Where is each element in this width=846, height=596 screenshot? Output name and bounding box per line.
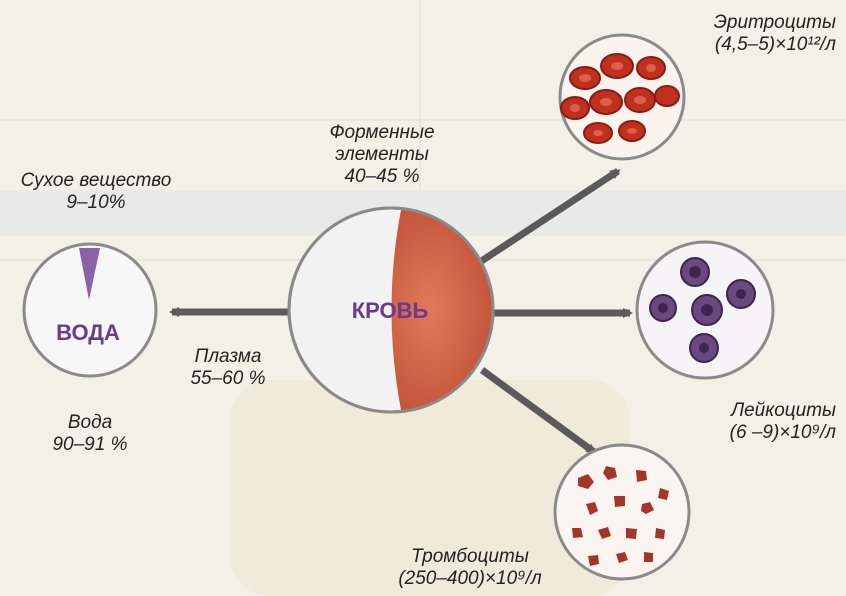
formed-elements-line1: Форменные <box>302 122 462 144</box>
plasma-line1: Плазма <box>168 346 288 368</box>
water-percent: 90–91 % <box>30 434 150 456</box>
erythrocytes-count: (4,5–5)×10¹²/л <box>640 34 836 56</box>
leukocytes-label: Лейкоциты (6 –9)×10⁹/л <box>640 400 836 444</box>
plasma-percent: 55–60 % <box>168 368 288 390</box>
dry-matter-percent: 9–10% <box>8 192 184 214</box>
platelets-count: (250–400)×10⁹/л <box>360 568 580 590</box>
arrow-to-erythrocytes <box>480 171 618 262</box>
leukocytes-circle <box>637 242 773 378</box>
water-node-label: ВОДА <box>56 320 120 345</box>
formed-elements-line2: элементы <box>302 144 462 166</box>
arrow-to-platelets <box>482 370 594 452</box>
formed-elements-label: Форменные элементы 40–45 % <box>302 122 462 188</box>
blood-circle: КРОВЬ <box>289 200 520 420</box>
leukocytes-name: Лейкоциты <box>640 400 836 422</box>
erythrocytes-name: Эритроциты <box>640 12 836 34</box>
platelets-label: Тромбоциты (250–400)×10⁹/л <box>360 546 580 590</box>
water-line1: Вода <box>30 412 150 434</box>
erythrocytes-label: Эритроциты (4,5–5)×10¹²/л <box>640 12 836 56</box>
water-circle: ВОДА <box>24 244 156 376</box>
plasma-label: Плазма 55–60 % <box>168 346 288 390</box>
blood-label: КРОВЬ <box>352 298 429 323</box>
dry-matter-label: Сухое вещество 9–10% <box>8 170 184 214</box>
dry-matter-line1: Сухое вещество <box>8 170 184 192</box>
platelets-name: Тромбоциты <box>360 546 580 568</box>
water-label: Вода 90–91 % <box>30 412 150 456</box>
formed-elements-percent: 40–45 % <box>302 166 462 188</box>
leukocytes-count: (6 –9)×10⁹/л <box>640 422 836 444</box>
